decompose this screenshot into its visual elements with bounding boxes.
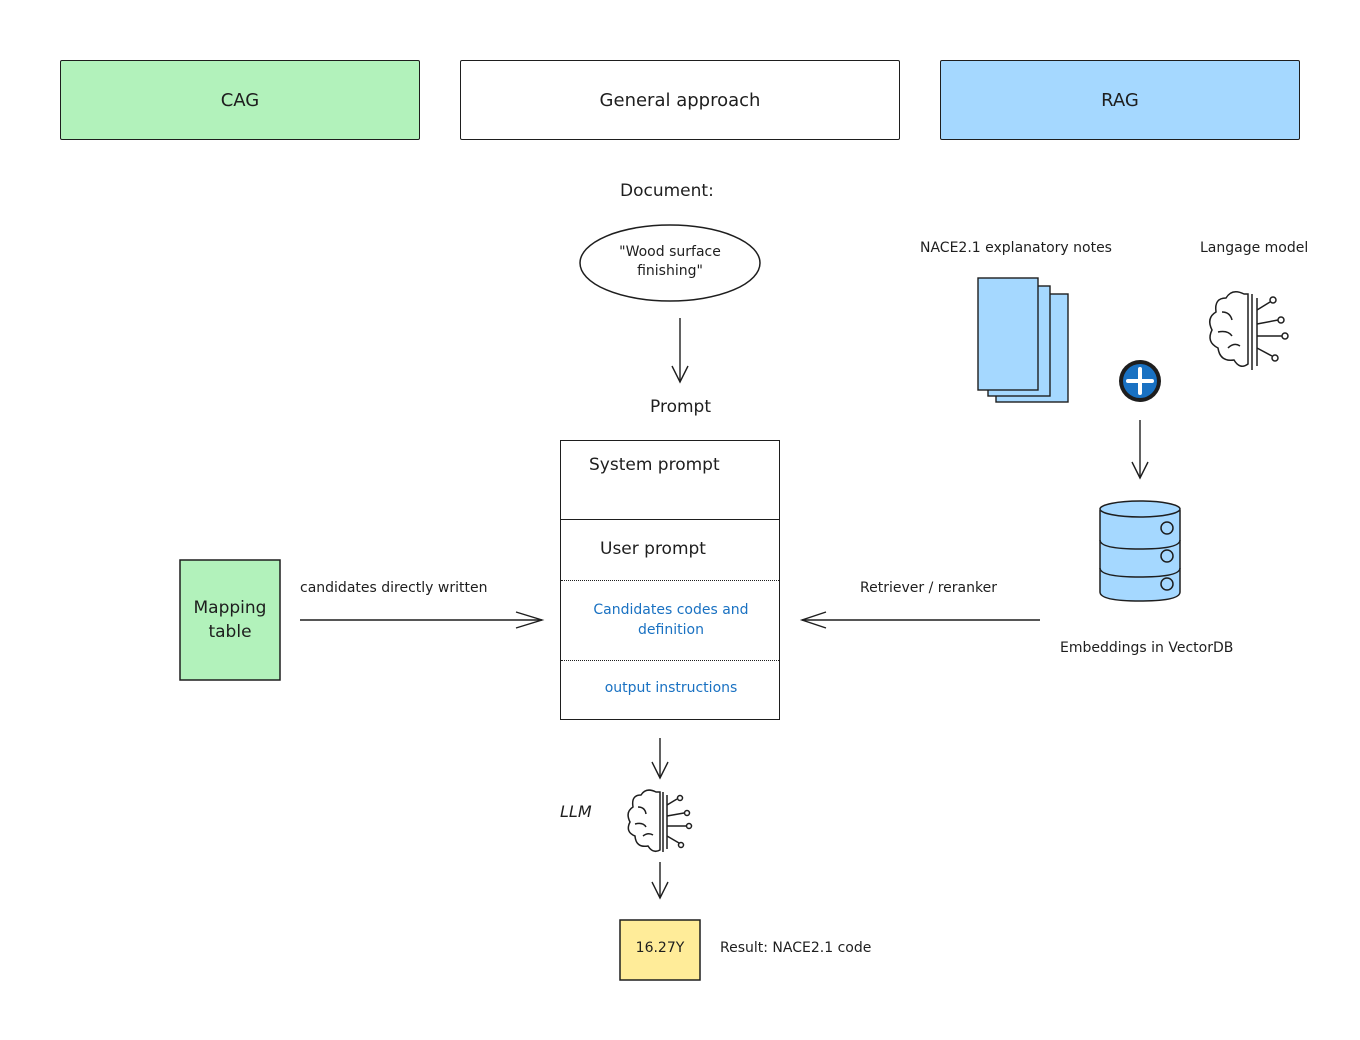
result-box xyxy=(619,919,701,981)
candidates-codes-label: Candidates codes and definition xyxy=(593,602,749,638)
document-text: "Wood surface finishing" xyxy=(619,244,721,279)
database-icon xyxy=(1099,500,1181,602)
rag-header-label: RAG xyxy=(1101,89,1139,111)
document-ellipse xyxy=(579,224,761,302)
prompt-dotted-divider-2 xyxy=(561,660,779,661)
prompt-box: System prompt User prompt Candidates cod… xyxy=(560,440,780,720)
arrow-retriever-to-prompt xyxy=(799,611,1040,629)
candidates-directly-written-label: candidates directly written xyxy=(300,580,488,596)
arrow-llm-to-result xyxy=(651,862,669,900)
arrow-document-to-prompt xyxy=(671,318,689,384)
language-model-brain-icon xyxy=(1209,291,1289,370)
llm-brain-icon xyxy=(627,789,693,853)
arrow-prompt-to-llm xyxy=(651,738,669,780)
rag-header: RAG xyxy=(940,60,1300,140)
prompt-label: Prompt xyxy=(650,397,711,417)
nace-notes-label: NACE2.1 explanatory notes xyxy=(920,240,1112,256)
arrow-plus-to-db xyxy=(1131,420,1149,480)
mapping-table-label: Mapping table xyxy=(193,598,267,642)
documents-icon xyxy=(977,277,1069,403)
output-instructions-label: output instructions xyxy=(604,680,738,696)
cag-header: CAG xyxy=(60,60,420,140)
general-approach-header: General approach xyxy=(460,60,900,140)
arrow-mapping-to-prompt xyxy=(300,611,545,629)
result-label: Result: NACE2.1 code xyxy=(720,940,872,956)
llm-label: LLM xyxy=(560,802,592,821)
prompt-section-divider xyxy=(561,519,779,520)
document-label: Document: xyxy=(620,181,714,201)
plus-icon xyxy=(1119,360,1161,402)
mapping-table-box xyxy=(179,559,281,681)
result-code: 16.27Y xyxy=(635,940,685,956)
user-prompt-label: User prompt xyxy=(600,539,706,559)
vectordb-label: Embeddings in VectorDB xyxy=(1060,640,1234,656)
prompt-dotted-divider-1 xyxy=(561,580,779,581)
cag-header-label: CAG xyxy=(220,89,260,111)
system-prompt-label: System prompt xyxy=(589,455,720,475)
general-approach-label: General approach xyxy=(599,89,761,111)
language-model-label: Langage model xyxy=(1200,240,1309,256)
retriever-reranker-label: Retriever / reranker xyxy=(860,580,997,596)
